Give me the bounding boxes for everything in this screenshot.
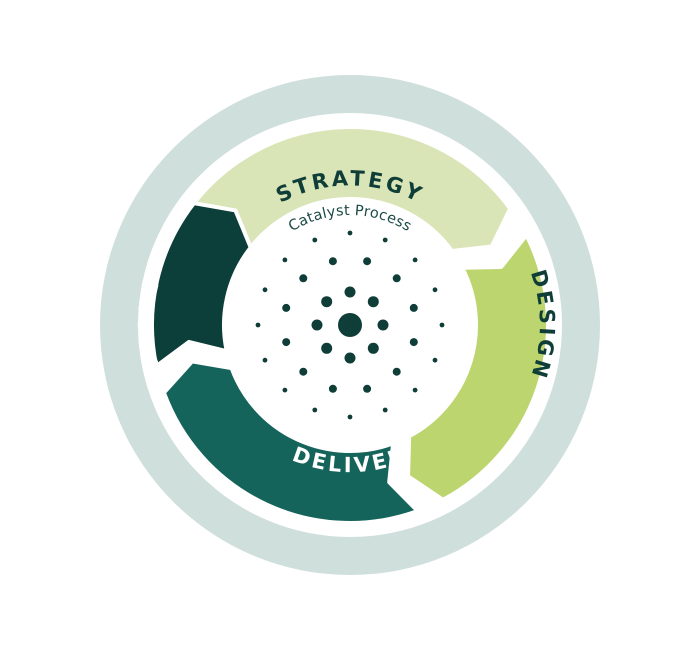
burst-dot	[344, 286, 356, 298]
stage-segment-scale	[150, 201, 253, 369]
burst-dot	[328, 257, 337, 266]
burst-dot	[312, 407, 318, 413]
burst-dot	[409, 338, 418, 347]
burst-dot	[321, 296, 333, 308]
burst-dot	[299, 367, 308, 376]
burst-dot	[363, 257, 372, 266]
burst-dot	[432, 287, 438, 293]
burst-dot	[432, 357, 438, 363]
burst-dot	[262, 357, 268, 363]
burst-dot	[338, 313, 362, 337]
burst-dot	[344, 352, 356, 364]
burst-dot	[412, 257, 418, 263]
stage-label-scale: SCALE	[134, 276, 164, 373]
burst-dot	[347, 414, 353, 420]
burst-dot	[382, 407, 388, 413]
stage-segment-strategy	[185, 125, 513, 255]
stage-label-scale-text: SCALE	[134, 276, 161, 373]
burst-dot	[282, 338, 291, 347]
burst-dot	[382, 237, 388, 243]
cycle-segments	[150, 125, 550, 525]
burst-dot	[392, 367, 401, 376]
burst-dot	[367, 296, 379, 308]
burst-dot	[282, 387, 288, 393]
burst-dot	[282, 303, 291, 312]
burst-dot	[409, 303, 418, 312]
burst-dot	[347, 230, 353, 236]
burst-dot	[311, 319, 323, 331]
burst-dot	[299, 274, 308, 283]
burst-dot	[328, 384, 337, 393]
burst-dot	[262, 287, 268, 293]
stage-segment-deliver	[161, 359, 420, 525]
burst-dot	[255, 322, 261, 328]
burst-dot	[363, 384, 372, 393]
burst-dot	[367, 342, 379, 354]
burst-dot	[321, 342, 333, 354]
stage-segment-design	[406, 233, 550, 502]
burst-dot	[412, 387, 418, 393]
burst-dot	[312, 237, 318, 243]
burst-dot	[392, 274, 401, 283]
radial-dot-burst-icon	[255, 230, 445, 420]
burst-dot	[282, 257, 288, 263]
burst-dot	[439, 322, 445, 328]
burst-dot	[377, 319, 389, 331]
